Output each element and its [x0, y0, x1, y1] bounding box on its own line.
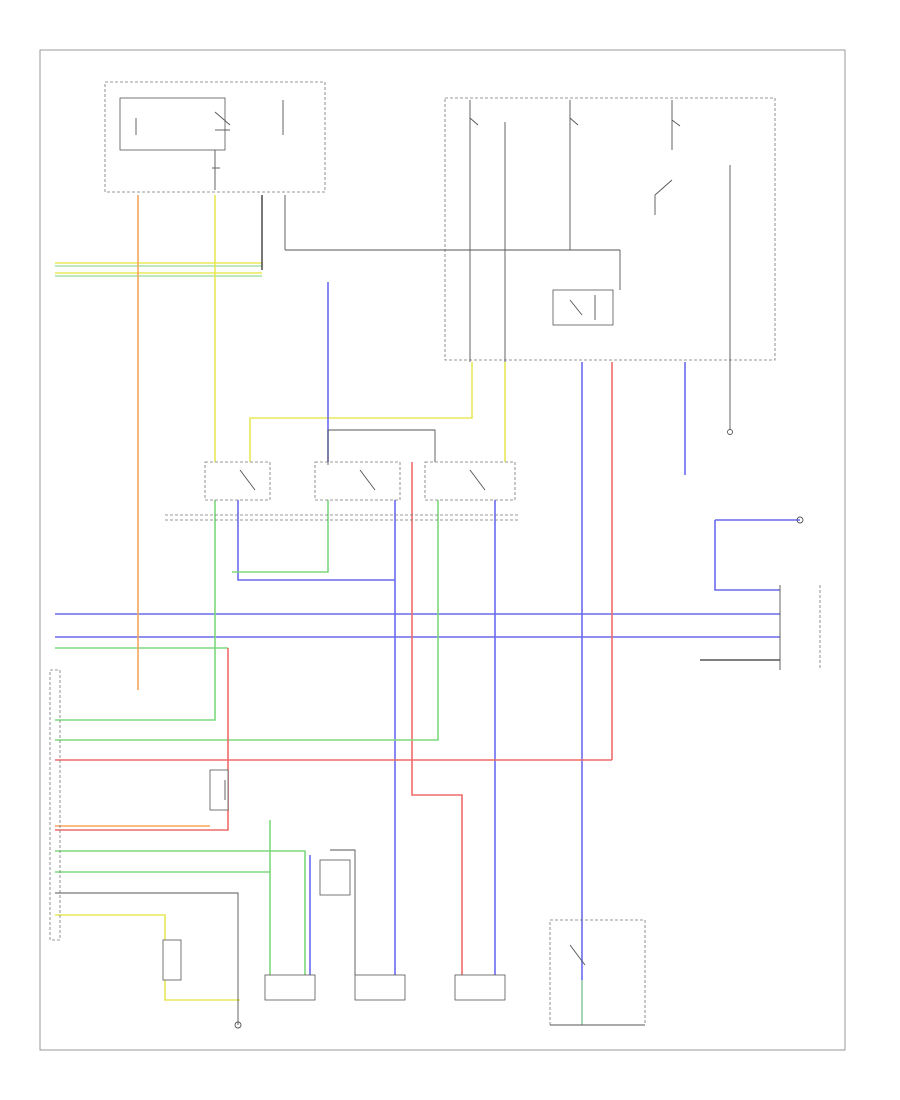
wire-black-jumper	[327, 429, 436, 465]
vertical-wires	[55, 195, 800, 1025]
relay-row	[165, 461, 520, 521]
wire-red-compressor	[411, 462, 463, 975]
wire-black-switch	[330, 849, 356, 975]
wire-blue-right-connector	[714, 520, 780, 591]
wire-black-lower	[55, 892, 239, 1025]
wire-green-relay-out	[55, 500, 216, 721]
wire-green-lower-1	[55, 850, 306, 975]
wire-red-left	[55, 648, 229, 831]
wire-yellow-jumper	[249, 362, 473, 462]
control-module-left	[49, 669, 242, 1029]
wire-yellow-lower	[55, 914, 240, 1001]
horizontal-wire-bus	[55, 262, 780, 661]
bottom-components	[264, 859, 646, 1026]
diagram-border	[39, 49, 846, 1051]
wire-green-relay-out-2	[232, 500, 329, 573]
underdash-fuse-relay-box	[104, 81, 326, 193]
wire-green-compressor	[55, 500, 439, 741]
right-connector	[727, 429, 821, 670]
engine-compartment-fuse-box	[285, 97, 776, 362]
wire-blue-relay-out	[237, 500, 395, 581]
